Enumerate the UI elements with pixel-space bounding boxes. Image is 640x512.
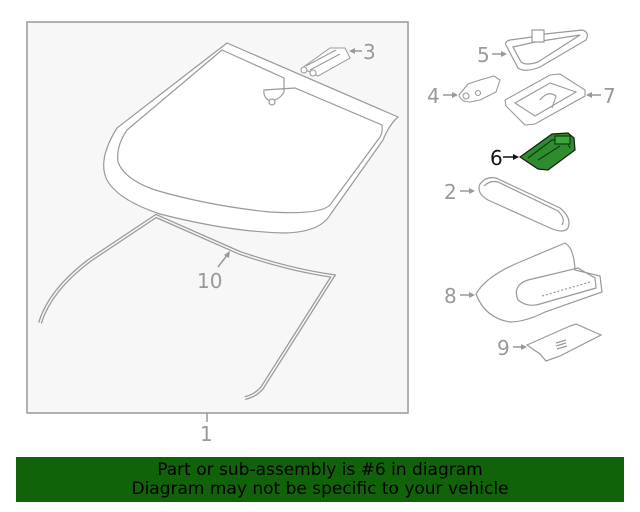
cover-panel[interactable]	[525, 323, 603, 362]
callout-1[interactable]: 1	[200, 422, 213, 446]
diagram-drawing	[26, 21, 603, 422]
callout-8[interactable]: 8	[444, 284, 457, 308]
callout-2[interactable]: 2	[444, 180, 457, 204]
rearview-mirror[interactable]	[478, 177, 570, 232]
callout-4[interactable]: 4	[427, 84, 440, 108]
camera-module[interactable]	[518, 132, 576, 171]
banner-line-disclaimer: Diagram may not be specific to your vehi…	[131, 479, 509, 499]
info-banner: Part or sub-assembly is #6 in diagram Di…	[16, 457, 624, 502]
cover-seal[interactable]	[504, 29, 588, 71]
callout-9[interactable]: 9	[497, 336, 510, 360]
sensor-clip[interactable]	[458, 75, 501, 103]
callout-5[interactable]: 5	[477, 43, 490, 67]
callout-6[interactable]: 6	[490, 146, 503, 170]
callout-3[interactable]: 3	[363, 40, 376, 64]
mirror-cover[interactable]	[475, 242, 603, 323]
windshield-glass[interactable]	[103, 42, 400, 234]
banner-line-part: Part or sub-assembly is #6 in diagram	[157, 460, 483, 480]
callout-7[interactable]: 7	[603, 84, 616, 108]
callout-10[interactable]: 10	[197, 269, 223, 293]
mirror-bracket[interactable]	[300, 47, 351, 77]
camera-bracket[interactable]	[504, 73, 586, 126]
parts-diagram: 3 5 4 7 6 2 10 8 9 1	[26, 21, 616, 446]
